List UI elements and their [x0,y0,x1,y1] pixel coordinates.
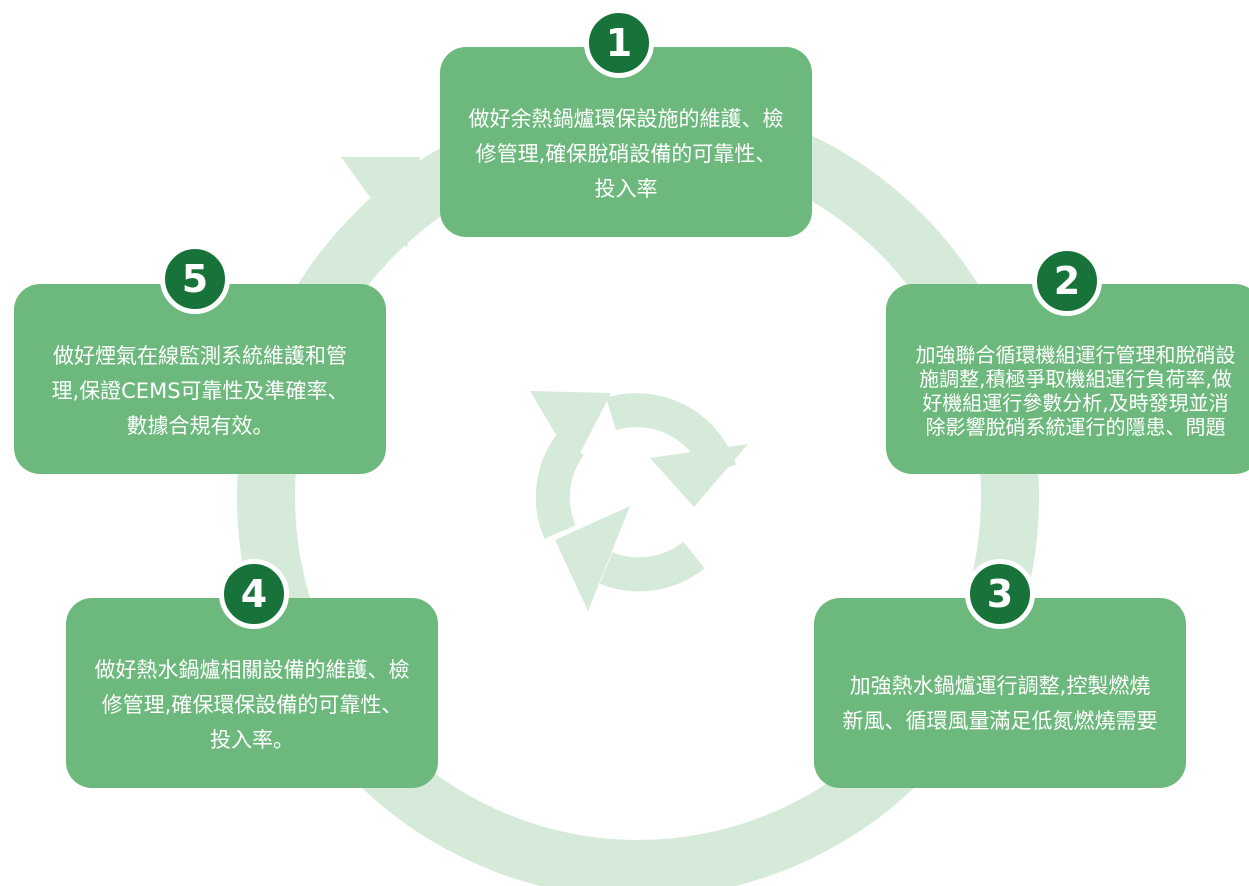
step-number-badge-3: 3 [965,559,1035,629]
step-text-2: 加強聯合循環機組運行管理和脫硝設施調整,積極爭取機組運行負荷率,做好機組運行參數… [915,343,1236,439]
step-number-badge-2: 2 [1032,246,1102,316]
step-text-1: 做好余熱鍋爐環保設施的維護、檢修管理,確保脫硝設備的可靠性、投入率 [468,106,784,201]
step-text-3: 加強熱水鍋爐運行調整,控製燃燒新風、循環風量滿足低氮燃燒需要 [842,674,1158,733]
step-number-badge-5: 5 [160,244,230,314]
step-text-4: 做好熱水鍋爐相關設備的維護、檢修管理,確保環保設備的可靠性、投入率。 [94,657,410,752]
step-number-badge-1: 1 [584,8,654,78]
step-number-badge-4: 4 [219,559,289,629]
ring-arrowhead [341,157,420,248]
step-card-1: 做好余熱鍋爐環保設施的維護、檢修管理,確保脫硝設備的可靠性、投入率 [440,47,812,237]
recycle-arrowhead-1 [650,444,748,507]
step-card-4: 做好熱水鍋爐相關設備的維護、檢修管理,確保環保設備的可靠性、投入率。 [66,598,438,788]
recycle-arrowhead-3 [530,391,611,465]
recycle-arrowhead-2 [555,506,630,611]
step-card-5: 做好煙氣在線監測系統維護和管理,保證CEMS可靠性及準確率、數據合規有效。 [14,284,386,474]
step-text-5: 做好煙氣在線監測系統維護和管理,保證CEMS可靠性及準確率、數據合規有效。 [51,343,349,438]
step-card-3: 加強熱水鍋爐運行調整,控製燃燒新風、循環風量滿足低氮燃燒需要 [814,598,1186,788]
